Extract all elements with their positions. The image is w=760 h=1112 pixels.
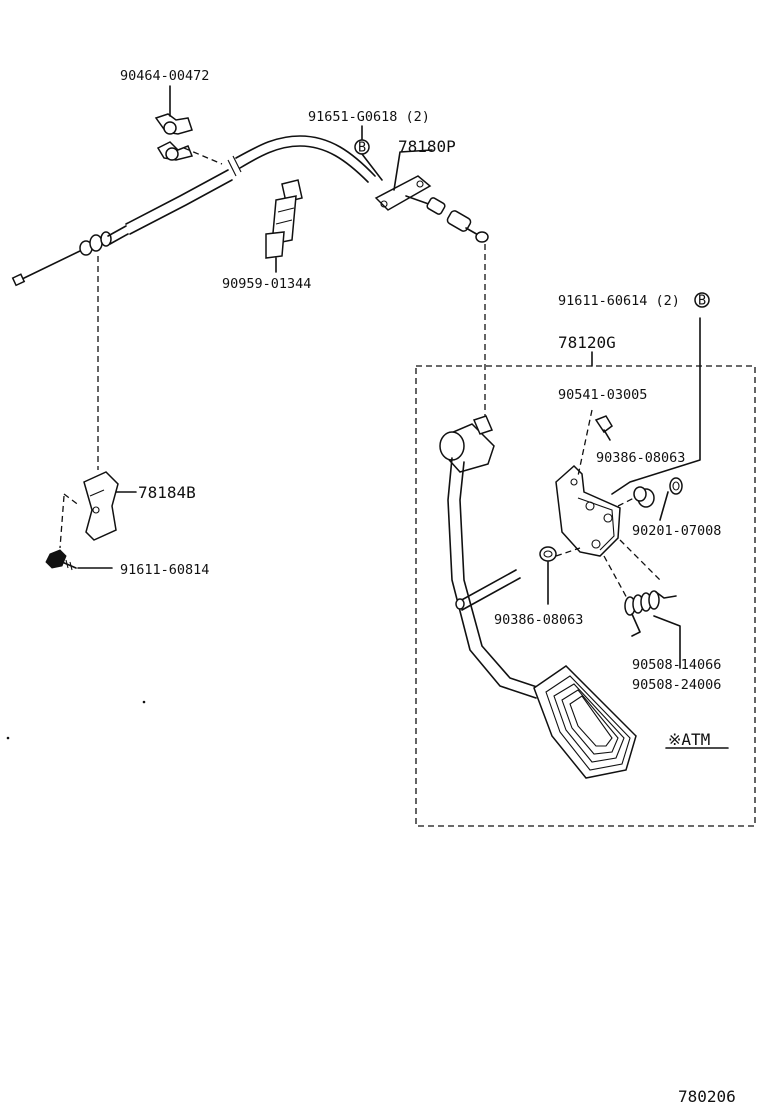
b-marker-right-text: B	[698, 293, 706, 309]
clamp-part	[154, 85, 223, 165]
label-pedal-assy: 78120G	[558, 333, 616, 352]
pedal-bracket	[555, 464, 621, 557]
cable-mount-plate	[374, 175, 432, 211]
accelerator-cable	[11, 135, 489, 287]
label-spring-2: 90508-24006	[632, 677, 721, 693]
figure-number: 780206	[678, 1087, 736, 1106]
label-boot: 90959-01344	[222, 276, 311, 292]
bracket-part	[59, 471, 137, 549]
bushing-upper	[611, 317, 701, 508]
cable-grommet	[426, 197, 489, 243]
boot-part	[265, 179, 303, 273]
label-bolt-bracket: 91611-60814	[120, 562, 209, 578]
speck	[142, 700, 146, 704]
label-washer: 90201-07008	[632, 523, 721, 539]
pedal-arm	[439, 415, 637, 779]
label-bushing-lower: 90386-08063	[494, 612, 583, 628]
label-bolt-b-right: 91611-60614 (2)	[558, 293, 680, 309]
pin-part	[577, 409, 613, 477]
label-cable-assy: 78180P	[398, 137, 456, 156]
b-marker-right	[694, 292, 710, 308]
label-atm-note: ※ATM	[668, 730, 710, 749]
label-clamp: 90464-00472	[120, 68, 209, 84]
speck	[6, 736, 10, 740]
b-marker-top-text: B	[358, 140, 366, 156]
leader-cable-assy	[393, 149, 433, 191]
cable-adjuster	[79, 225, 129, 256]
label-pin: 90541-03005	[558, 387, 647, 403]
label-bolt-b-top: 91651-G0618 (2)	[308, 109, 430, 125]
label-spring-1: 90508-14066	[632, 657, 721, 673]
washer-part	[659, 477, 683, 521]
bolt-bracket	[45, 549, 113, 571]
return-spring	[603, 539, 681, 669]
label-bracket: 78184B	[138, 483, 196, 502]
label-bushing-upper: 90386-08063	[596, 450, 685, 466]
bushing-lower	[539, 546, 581, 605]
leader-b-top-2	[361, 153, 383, 181]
